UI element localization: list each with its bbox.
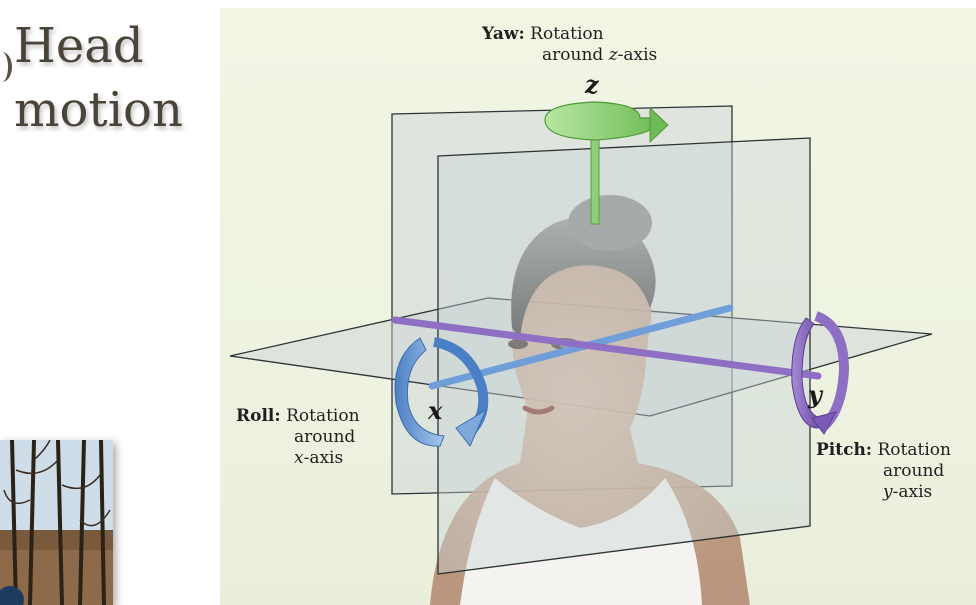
pitch-label: Pitch: Rotation around y-axis [816,440,951,503]
title-line-1: Head [14,18,144,74]
z-axis [544,101,669,225]
head-motion-diagram: z x y Yaw: Rotation around z-axis Roll: … [220,8,976,605]
yaw-line1: Rotation [530,24,604,44]
pitch-term: Pitch: [816,440,873,460]
diagram-canvas [229,101,933,605]
roll-term: Roll: [236,406,281,426]
title-line-2: motion [14,82,183,138]
yaw-label: Yaw: Rotation around z-axis [482,24,657,66]
pitch-line1: Rotation [877,440,951,460]
roll-label: Roll: Rotation around x-axis [236,406,360,469]
yaw-line2-post: -axis [617,45,658,65]
forest-image [0,440,113,605]
y-axis-letter: y [808,380,822,409]
pitch-line2: around [883,461,945,481]
pitch-line3-post: -axis [892,482,933,502]
roll-line1: Rotation [286,406,360,426]
roll-axis: x [294,448,304,468]
bullet-mark [0,52,12,82]
roll-line3-post: -axis [303,448,344,468]
video-thumbnail[interactable] [0,440,113,605]
yaw-line2-pre: around [542,45,609,65]
head-figure [430,195,750,605]
roll-line2: around [294,427,356,447]
y-axis [391,311,850,435]
yaw-term: Yaw: [482,24,525,44]
sagittal-plane [437,137,811,575]
pitch-axis: y [883,482,893,502]
slide-title: Head motion [14,14,183,142]
x-axis-letter: x [428,396,443,425]
z-axis-letter: z [585,70,599,99]
yaw-axis: z [608,45,618,65]
